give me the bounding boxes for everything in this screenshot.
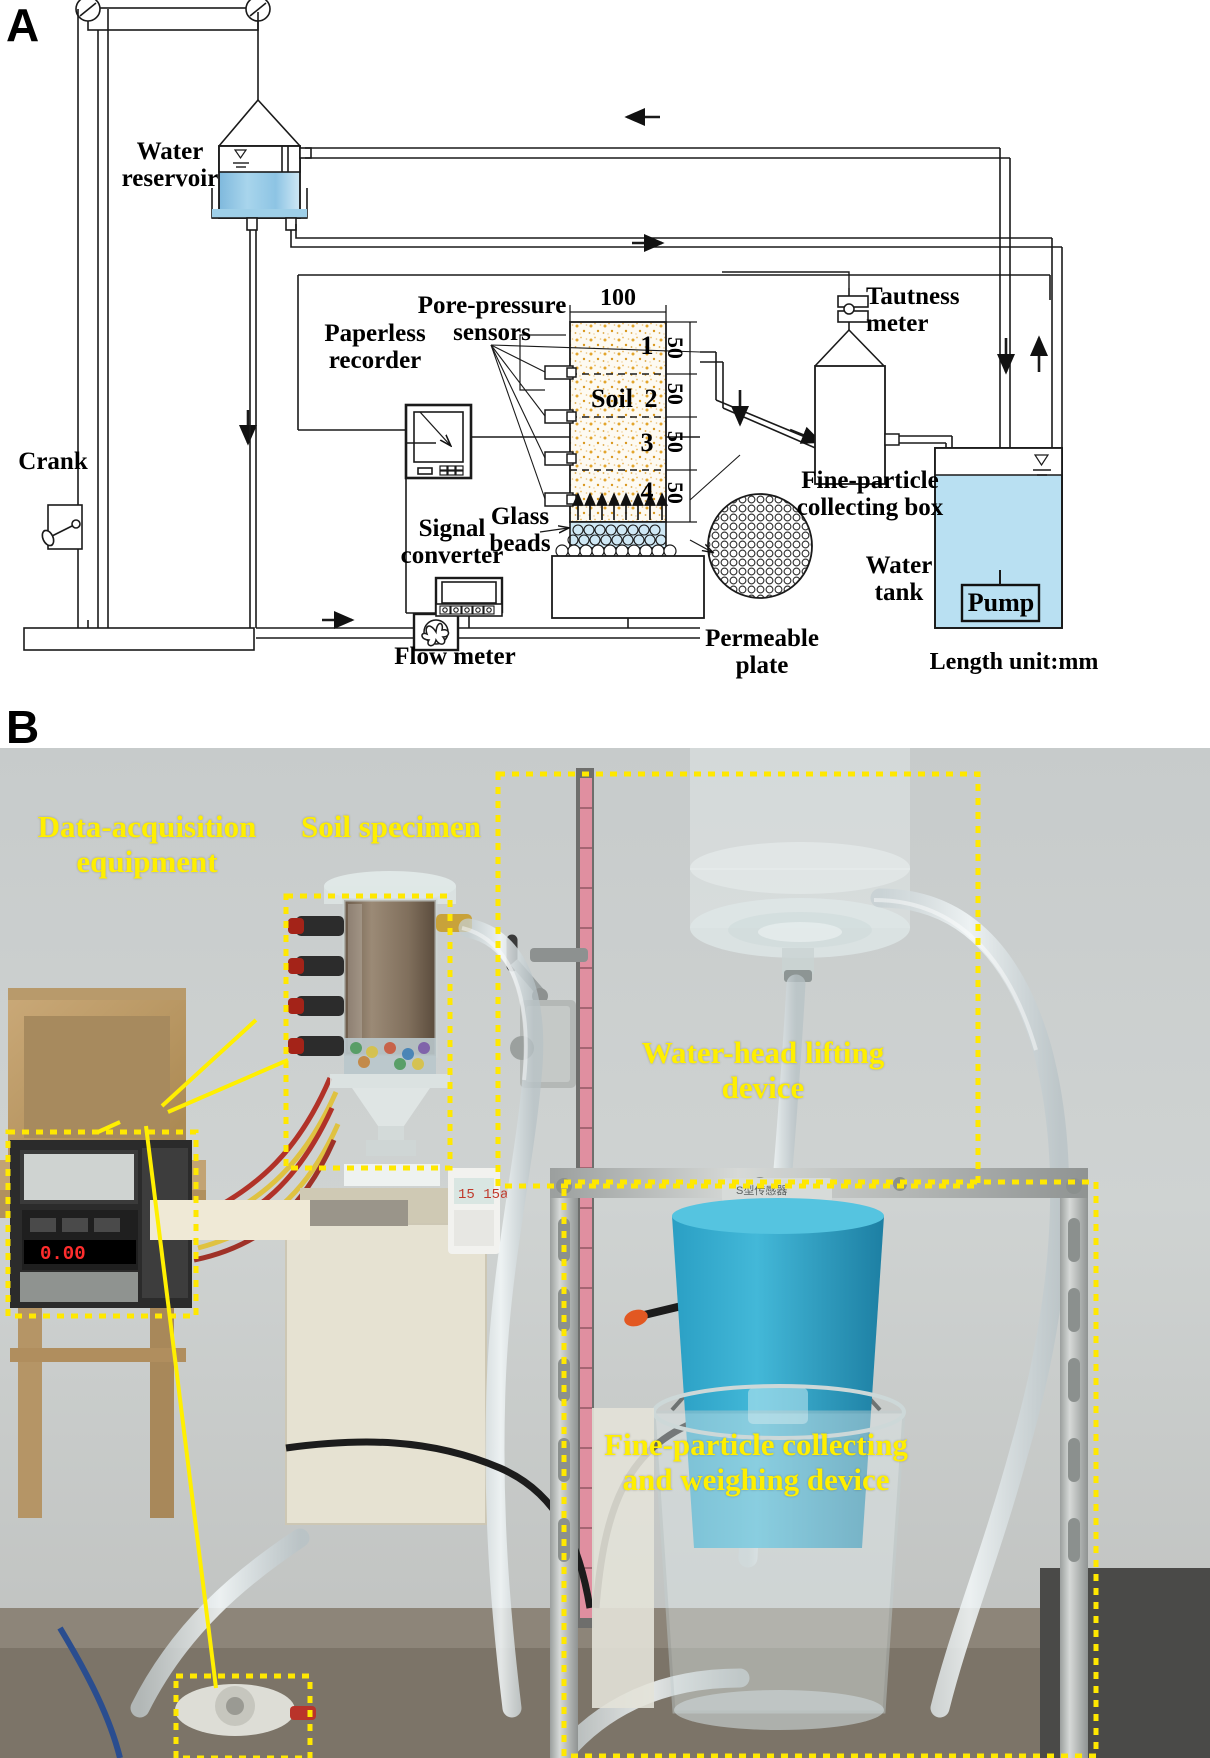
svg-text:0.00: 0.00: [40, 1243, 86, 1265]
label-soil: Soil: [591, 384, 633, 413]
annotation-data-acquisition-equipment: Data-acquisition equipment: [37, 809, 257, 879]
label-pump: Pump: [967, 588, 1035, 617]
panel-b-photograph: 0.00: [0, 748, 1210, 1758]
label-permeable-plate: Permeable plate: [705, 625, 819, 679]
dimension-layer-4-height: 50: [662, 481, 688, 504]
dimension-layer-3-height: 50: [662, 430, 688, 453]
label-paperless-recorder: Paperless recorder: [324, 320, 426, 374]
panel-a-letter: A: [6, 0, 39, 51]
layer-number-4: 4: [640, 477, 654, 506]
layer-number-3: 3: [640, 428, 654, 457]
label-length-unit-note: Length unit:mm: [929, 649, 1099, 675]
photo-svg: 0.00: [0, 748, 1210, 1758]
annotation-soil-specimen: Soil specimen: [301, 809, 481, 844]
panel-a-schematic: Crank Water reservoir Paperless recorder…: [0, 0, 1210, 690]
schematic-svg: [23, 0, 1063, 652]
annotation-water-head-lifting-device: Water-head lifting device: [641, 1035, 885, 1105]
annotation-fine-particle-collecting-and-weighing-device: Fine-particle collecting and weighing de…: [604, 1427, 908, 1497]
layer-number-2: 2: [644, 384, 658, 413]
label-signal-converter: Signal converter: [400, 515, 504, 569]
panel-b-letter: B: [6, 701, 39, 753]
label-crank: Crank: [18, 448, 88, 475]
svg-text:15 15a: 15 15a: [458, 1187, 508, 1203]
dimension-layer-2-height: 50: [662, 382, 688, 405]
layer-number-1: 1: [640, 331, 654, 360]
label-fine-particle-collecting-box: Fine-particle collecting box: [796, 467, 944, 521]
label-tautness-meter: Tautness meter: [866, 283, 960, 337]
dimension-layer-1-height: 50: [662, 336, 688, 359]
label-glass-beads: Glass beads: [489, 503, 551, 557]
label-pore-pressure-sensors: Pore-pressure sensors: [417, 292, 567, 346]
label-flow-meter: Flow meter: [394, 643, 516, 670]
label-water-tank: Water tank: [865, 552, 933, 606]
label-water-reservoir: Water reservoir: [121, 138, 219, 192]
dimension-column-width: 100: [600, 285, 636, 311]
